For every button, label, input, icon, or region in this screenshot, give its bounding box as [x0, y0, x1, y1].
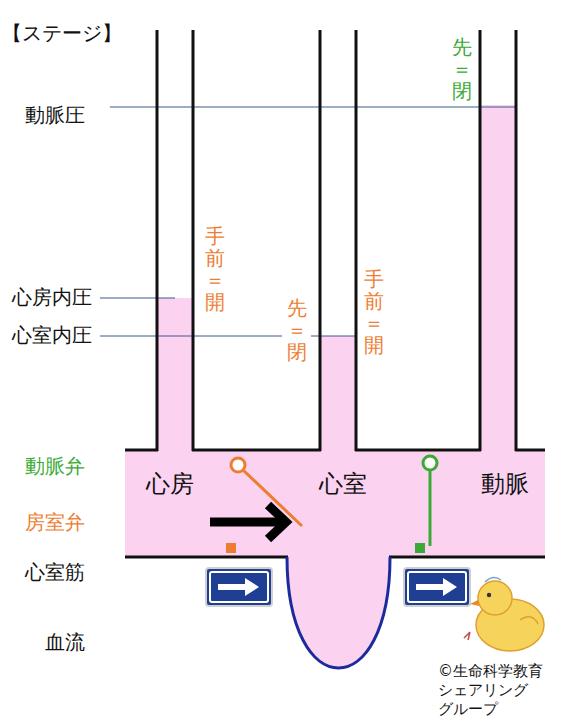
av-valve-stop	[226, 543, 236, 553]
arterial-valve	[429, 470, 432, 546]
ventricle-column	[320, 336, 356, 452]
axis-label: 心房内圧	[12, 286, 92, 309]
atrium-column	[157, 298, 193, 452]
ventricle-muscle	[287, 557, 390, 668]
pressure-lines	[100, 107, 516, 336]
one-way-sign	[206, 568, 272, 606]
valve-rule: 先＝閉	[452, 36, 472, 102]
blood-flow-arrow	[210, 505, 286, 539]
chamber-name: 心房	[130, 470, 210, 499]
row-label: 心室筋	[25, 561, 85, 584]
one-way-sign	[404, 568, 470, 606]
artery-chamber: 動脈	[468, 470, 542, 540]
row-label: 血流	[45, 631, 85, 654]
atrium-chamber: 心房	[130, 470, 210, 540]
arterial-valve-hinge	[423, 456, 437, 470]
axis-label: 動脈圧	[25, 104, 85, 127]
copyright-note: ©生命科学教育 シェアリング グループ	[438, 662, 560, 718]
row-label: 房室弁	[25, 511, 85, 534]
artery-column	[480, 105, 516, 452]
arterial-valve-stop	[415, 543, 425, 553]
axis-label: 心室内圧	[12, 324, 92, 347]
ventricle-chamber: 心室	[290, 470, 395, 540]
valve-rule: 先＝閉	[287, 297, 307, 363]
row-label: 動脈弁	[25, 455, 85, 478]
chamber-name: 心室	[290, 470, 395, 499]
chick-mascot	[464, 577, 544, 651]
chamber-name: 動脈	[468, 470, 542, 499]
valve-rule: 手前＝開	[364, 268, 384, 356]
tube-walls	[125, 30, 545, 557]
stage-title: 【ステージ】	[2, 22, 122, 45]
ventricle-pocket	[287, 555, 390, 668]
av-valve-hinge	[231, 458, 245, 472]
valve-rule: 手前＝開	[205, 225, 225, 313]
blood-band	[125, 450, 545, 557]
